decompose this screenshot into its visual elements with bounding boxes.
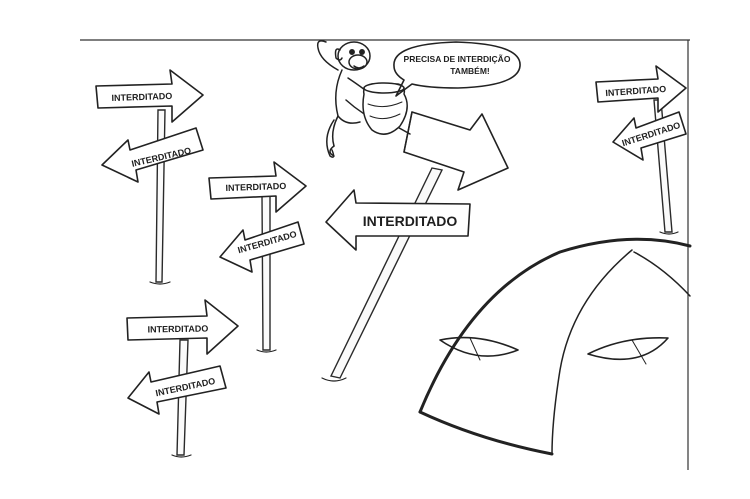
signpost-pole [261, 195, 271, 351]
signpost-group-main: INTERDITADO [321, 111, 509, 382]
arrow-sign-big-left [325, 189, 471, 251]
speech-bubble: PRECISA DE INTERDIÇÃO TAMBÉM! [393, 41, 521, 97]
arrow-sign-left [612, 111, 687, 161]
arrow-sign-left [127, 365, 227, 415]
signpost-group-1: INTERDITADO INTERDITADO [95, 69, 204, 285]
arrow-sign-big-right [403, 111, 509, 191]
sign-label-large: INTERDITADO [363, 213, 458, 229]
signpost-group-2: INTERDITADO INTERDITADO [208, 161, 307, 353]
sign-label: INTERDITADO [225, 181, 286, 193]
arrow-sign-left [101, 127, 204, 183]
speech-bubble-line-2: TAMBÉM! [450, 66, 490, 76]
signpost-pole [155, 109, 166, 283]
signpost-group-4: INTERDITADO INTERDITADO [595, 65, 687, 235]
sign-label: INTERDITADO [111, 91, 172, 103]
arrow-sign-right [126, 299, 239, 355]
sign-label: INTERDITADO [605, 84, 666, 98]
dome-window-left [439, 336, 519, 357]
arrow-sign-right [208, 161, 307, 213]
arrow-sign-left [219, 221, 305, 273]
speech-bubble-line-1: PRECISA DE INTERDIÇÃO [404, 54, 511, 64]
arrow-sign-right [95, 69, 204, 123]
signpost-group-3: INTERDITADO INTERDITADO [126, 299, 239, 458]
dome-window-right [587, 337, 669, 361]
sign-label: INTERDITADO [147, 323, 208, 334]
dome-illustration [418, 237, 692, 456]
arrow-sign-right [595, 65, 687, 113]
